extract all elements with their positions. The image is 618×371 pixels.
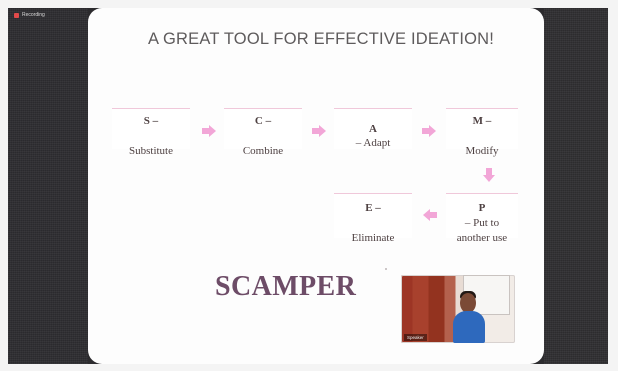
step-substitute-text: S – Substitute [127,99,175,158]
step-eliminate: E – Eliminate [334,193,412,244]
step-put-text: P – Put to another use [446,186,518,245]
scamper-title: SCAMPER [215,271,357,302]
recording-indicator: Recording [14,12,45,18]
step-substitute-label: Substitute [128,144,173,157]
step-put-letter: P [478,202,486,215]
arrow-down-icon [483,168,495,182]
step-modify-text: M – Modify [464,99,501,158]
step-combine-text: C – Combine [241,99,285,158]
shared-slide: A GREAT TOOL FOR EFFECTIVE IDEATION! S –… [88,8,544,364]
video-call-window: Recording A GREAT TOOL FOR EFFECTIVE IDE… [8,8,608,364]
step-adapt-text: A – Adapt [354,107,393,152]
step-eliminate-letter: E – [365,202,381,215]
step-modify-letter: M – [472,115,492,128]
speaker-body [453,311,485,343]
step-adapt: A – Adapt [334,108,412,149]
step-combine-letter: C – [254,115,272,128]
right-video-area [544,8,608,364]
step-substitute-letter: S – [143,115,159,128]
speaker-head [460,293,476,313]
decorative-dot [385,268,387,270]
participant-name-label: Speaker [404,334,427,341]
step-put-to-another-use: P – Put to another use [446,193,518,244]
step-eliminate-label: Eliminate [351,231,395,244]
step-combine-label: Combine [242,144,284,157]
step-eliminate-text: E – Eliminate [350,186,397,245]
speaker-avatar [453,291,485,343]
step-adapt-letter: A [369,122,377,135]
step-adapt-label: – Adapt [355,137,391,150]
step-combine: C – Combine [224,108,302,157]
step-substitute: S – Substitute [112,108,190,157]
left-video-area: Recording [8,8,88,364]
arrow-right-icon [312,125,326,137]
arrow-left-icon [423,209,437,221]
record-icon [14,12,19,18]
recording-label: Recording [22,12,45,18]
arrow-right-icon [422,125,436,137]
step-modify: M – Modify [446,108,518,157]
step-modify-label: Modify [465,144,499,157]
slide-title: A GREAT TOOL FOR EFFECTIVE IDEATION! [147,30,495,48]
arrow-right-icon [202,125,216,137]
speaker-video-tile[interactable]: Speaker [401,275,515,343]
step-put-label: – Put to another use [456,217,508,244]
